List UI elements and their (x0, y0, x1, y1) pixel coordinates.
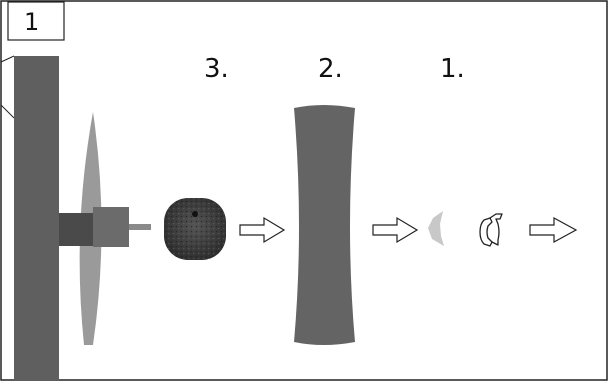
step-label-3: 3. (204, 54, 229, 84)
leader-line-top (0, 55, 15, 63)
right-outline-arrow-icon (372, 216, 419, 244)
rotate-clockwise-icon (479, 213, 503, 247)
wall-plate (14, 56, 59, 381)
shaft-hub (93, 207, 129, 247)
panel-number-box (7, 1, 65, 41)
step-label-1: 1. (440, 54, 465, 84)
panel-number-label: 1 (24, 8, 40, 36)
shaft-base (59, 213, 93, 246)
curved-pad (294, 105, 355, 345)
right-outline-arrow-icon (239, 216, 286, 244)
foam-pad (164, 198, 226, 260)
step-label-2: 2. (318, 54, 343, 84)
shaft-tip (129, 224, 151, 230)
right-outline-arrow-icon (529, 216, 578, 244)
clip-piece (428, 211, 444, 246)
leader-line-bottom (0, 104, 15, 119)
